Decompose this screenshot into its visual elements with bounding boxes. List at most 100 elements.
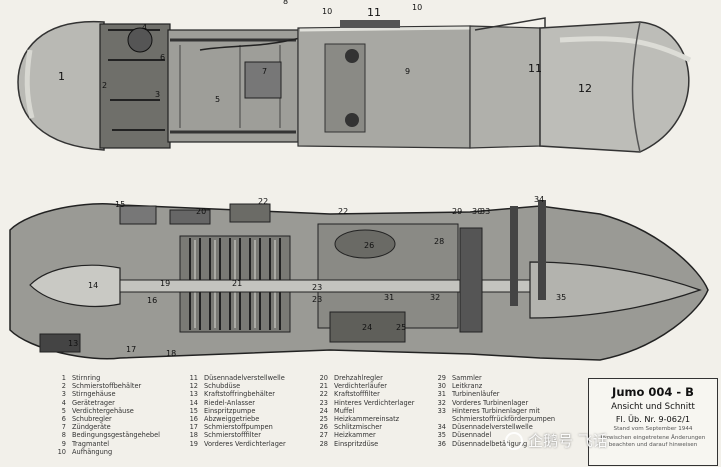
legend-text: Drehzahlregler (334, 374, 383, 382)
legend-number: 4 (61, 398, 66, 407)
legend-text: Kraftstofffilter (334, 390, 380, 399)
legend-text: Verdichterläufer (334, 382, 387, 391)
callout-number: 19 (160, 279, 170, 288)
revision-note: Inzwischen eingetretene Änderungen beach… (600, 435, 706, 448)
legend-item: 23 Hinteres Verdichterlager (314, 398, 415, 407)
legend-text: Düsennadel (452, 431, 492, 440)
callout-number: 22 (338, 207, 348, 216)
legend-text: Schubdüse (204, 382, 241, 391)
legend-text: Heizkammereinsatz (334, 415, 400, 424)
callout-number: 32 (430, 293, 440, 302)
legend-text: Hinteres Verdichterlager (334, 398, 415, 407)
legend-item: 9 Tragmantel (52, 440, 160, 448)
legend-number: 24 (319, 406, 328, 415)
legend-number: 1 (61, 374, 66, 382)
legend-item: 25 Heizkammereinsatz (314, 415, 414, 423)
callout-number: 9 (405, 67, 410, 76)
legend-text: Aufhängung (72, 447, 113, 456)
legend-text: Kraftstoffringbehälter (204, 390, 276, 399)
legend-text: Schlitzmischer (334, 423, 382, 432)
callout-number: 7 (262, 67, 267, 76)
callout-number: 2 (102, 81, 107, 90)
legend-text: Schmierstoffpumpen (204, 423, 273, 432)
legend-number: 28 (319, 439, 328, 448)
legend-text: Abzweiggetriebe (204, 415, 260, 424)
callout-number: 3 (155, 90, 160, 99)
legend-number: 35 (437, 431, 446, 440)
legend-number: 16 (189, 415, 198, 424)
legend-item: 16 Abzweiggetriebe (184, 415, 286, 423)
callout-number: 1 (58, 70, 65, 83)
legend-number: 29 (437, 374, 446, 382)
legend-number: 23 (319, 398, 328, 407)
legend-number: 25 (319, 415, 328, 424)
legend-text: Riedel-Anlasser (204, 398, 255, 407)
legend-text: Schubregler (72, 415, 112, 424)
callout-number: 12 (578, 82, 592, 95)
exhaust-nozzle (539, 21, 690, 153)
callout-number: 13 (68, 339, 78, 348)
legend-text: Tragmantel (72, 439, 110, 448)
legend-number: 5 (61, 406, 66, 415)
legend-number: 21 (319, 382, 328, 391)
legend-text: Hinteres Turbinenlager mit (452, 406, 540, 415)
legend-text: Bedingungsgestängehebel (72, 431, 160, 440)
callout-number: 23 (312, 283, 322, 292)
engine-cutaway-view (9, 200, 709, 361)
callout-number: 11 (528, 62, 542, 75)
legend-item: 13 Kraftstoffringbehälter (184, 390, 286, 398)
legend-item: Schmierstoffrückförderpumpen (432, 415, 555, 423)
legend-text: Stirnring (72, 374, 101, 382)
legend-number: 27 (319, 431, 328, 440)
callout-number: 21 (232, 279, 242, 288)
callout-number: 30 (472, 207, 482, 216)
legend-number: 32 (437, 398, 446, 407)
combustion-casing (297, 25, 471, 149)
callout-number: 25 (396, 323, 406, 332)
drawing-subtitle: Ansicht und Schnitt (611, 402, 695, 412)
callout-number: 14 (88, 281, 98, 290)
legend-number: 13 (189, 390, 198, 399)
turbine-casing (469, 25, 541, 149)
legend-text: Düsennadelverstellwelle (204, 374, 285, 382)
callout-number: 35 (556, 293, 566, 302)
callout-number: 22 (258, 197, 268, 206)
legend-item: 17 Schmierstoffpumpen (184, 423, 286, 431)
legend-text: Turbinenläufer (452, 390, 500, 399)
legend-number: 10 (57, 447, 66, 456)
legend-text: Schmierstofffilter (204, 431, 261, 440)
callout-number: 8 (283, 0, 288, 6)
legend-number: 18 (189, 431, 198, 440)
legend-text: Gerätetrager (72, 398, 115, 407)
callout-number: 28 (434, 237, 444, 246)
watermark-logo-icon (505, 431, 523, 450)
callout-number: 6 (160, 53, 165, 62)
legend-number: 9 (61, 439, 66, 448)
legend-item: 18 Schmierstofffilter (184, 431, 286, 439)
legend-number: 17 (189, 423, 198, 432)
legend-number: 30 (437, 382, 446, 391)
